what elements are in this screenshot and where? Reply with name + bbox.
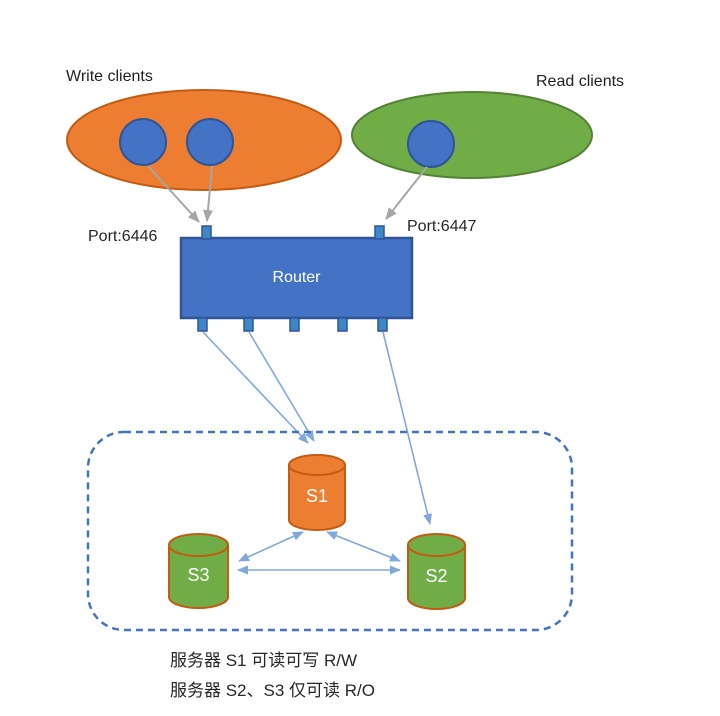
router-box [179,236,414,320]
router-bottom-port-2 [243,317,254,332]
arrow-router-to-s2 [382,331,432,525]
note-s1-rw: 服务器 S1 可读可写 R/W [170,651,358,670]
write-client-node-2 [186,118,234,166]
router-bottom-port-1 [197,317,208,332]
server-s1-cylinder [288,454,346,531]
read-client-node [407,120,455,168]
port-6446-label: Port:6446 [88,228,158,245]
write-client-node-1 [119,118,167,166]
arrow-write2-to-port [203,165,213,222]
server-s2-label: S2 [425,566,448,586]
server-s3-label: S3 [187,565,210,585]
router-bottom-port-5 [377,317,388,332]
read-clients-label: Read clients [536,73,625,90]
arrow-router-to-s1-b [248,331,315,442]
router-bottom-port-3 [289,317,300,332]
server-s2-cylinder [407,533,466,610]
router-port-6447 [374,225,385,240]
server-s1-label: S1 [305,486,329,506]
note-s2-s3-ro: 服务器 S2、S3 仅可读 R/O [170,681,375,700]
router-label: Router [272,269,321,286]
router-port-6446 [201,225,212,240]
arrow-write1-to-port [147,165,200,223]
port-6447-label: Port:6447 [407,218,477,235]
arrow-router-to-s1-a [202,331,309,444]
arrow-s3-s1 [238,531,304,562]
arrow-read-to-port [385,166,428,220]
read-clients-ellipse [351,91,593,179]
write-clients-label: Write clients [66,68,153,85]
router-bottom-port-4 [337,317,348,332]
arrow-s1-s2 [326,531,401,562]
server-s3-cylinder [168,533,229,609]
server-group-dashed-border [86,430,574,632]
